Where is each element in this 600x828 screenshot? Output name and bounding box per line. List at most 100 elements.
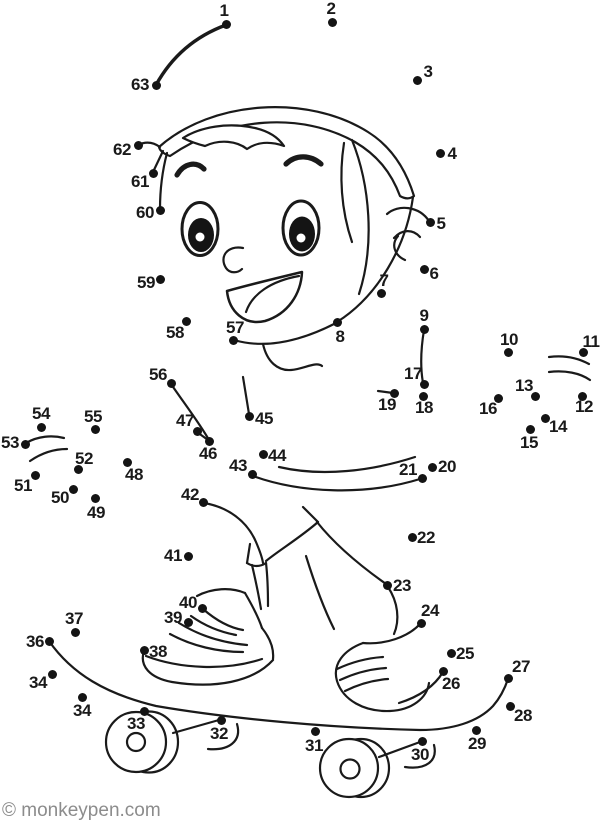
dot-62[interactable] [133,140,143,150]
dot-43[interactable] [247,469,257,479]
dot-24[interactable] [416,618,426,628]
dot-37[interactable] [70,627,80,637]
dot-57[interactable] [228,335,238,345]
dot-34[interactable] [47,669,57,679]
collar-line [241,375,251,416]
dot-label-22: 22 [417,528,435,547]
dot-label-34: 34 [73,701,91,720]
dot-15[interactable] [525,424,535,434]
dot-14[interactable] [540,413,550,423]
front-shoe-toe [260,626,275,661]
dot-38[interactable] [139,645,149,655]
rear-truck-arc [403,743,436,769]
dot-label-39: 39 [164,608,182,627]
cap-edge-to-60 [158,151,169,211]
dot-label-49: 49 [87,503,105,522]
front-wheel-hub [125,731,147,753]
dot-23[interactable] [382,580,392,590]
dot-26[interactable] [438,666,448,676]
tongue [244,274,301,314]
dot-32[interactable] [216,715,226,725]
rear-thigh [315,520,388,586]
dot-2[interactable] [327,17,337,27]
dot-label-36: 36 [26,632,44,651]
dot-34[interactable] [77,692,87,702]
dot-39[interactable] [183,617,193,627]
dot-9[interactable] [419,324,429,334]
dot-28[interactable] [505,701,515,711]
dot-10[interactable] [503,347,513,357]
dot-label-38: 38 [149,642,167,661]
front-shoe-lace-3 [189,614,238,637]
dot-31[interactable] [310,726,320,736]
arm-upper [277,455,417,474]
head-outline-right [335,195,415,324]
dot-8[interactable] [332,317,342,327]
front-shoe-tongue [201,607,245,632]
dot-label-25: 25 [456,644,474,663]
dot-27[interactable] [503,673,513,683]
dot-5[interactable] [425,217,435,227]
dot-41[interactable] [183,551,193,561]
dot-40[interactable] [197,603,207,613]
dot-18[interactable] [418,391,428,401]
dot-label-43: 43 [229,456,247,475]
dot-label-63: 63 [131,75,149,94]
dot-label-5: 5 [436,214,446,233]
dot-60[interactable] [155,205,165,215]
dot-20[interactable] [427,462,437,472]
dot-4[interactable] [435,148,445,158]
dot-label-29: 29 [468,734,486,753]
dot-44[interactable] [258,449,268,459]
dot-49[interactable] [90,493,100,503]
dot-17[interactable] [419,379,429,389]
dot-11[interactable] [578,347,588,357]
dot-label-18: 18 [415,398,433,417]
rear-calf-front [304,554,336,631]
dot-7[interactable] [376,288,386,298]
dot-54[interactable] [36,422,46,432]
arm-lower [251,474,422,492]
dot-58[interactable] [181,316,191,326]
dot-51[interactable] [30,470,40,480]
dot-63[interactable] [151,80,161,90]
dot-53[interactable] [20,439,30,449]
dot-55[interactable] [90,424,100,434]
dot-label-32: 32 [210,724,228,743]
dot-36[interactable] [44,636,54,646]
dot-30[interactable] [417,736,427,746]
dot-6[interactable] [419,264,429,274]
dot-3[interactable] [412,75,422,85]
dot-16[interactable] [493,393,503,403]
dot-45[interactable] [244,411,254,421]
dot-label-30: 30 [411,745,429,764]
leg-front [250,563,263,611]
dot-56[interactable] [166,378,176,388]
dot-25[interactable] [446,648,456,658]
dot-42[interactable] [198,497,208,507]
dot-22[interactable] [407,532,417,542]
dot-59[interactable] [155,274,165,284]
dot-47[interactable] [192,426,202,436]
front-shoe-lace-1 [168,632,245,654]
dot-13[interactable] [530,391,540,401]
dot-48[interactable] [122,457,132,467]
dot-label-20: 20 [438,457,456,476]
dot-61[interactable] [148,168,158,178]
dot-52[interactable] [73,464,83,474]
dot-33[interactable] [139,706,149,716]
dot-label-4: 4 [447,144,457,163]
ear-inner-1 [392,230,422,240]
dot-19[interactable] [389,388,399,398]
dot-12[interactable] [577,391,587,401]
dot-29[interactable] [471,725,481,735]
dot-50[interactable] [68,484,78,494]
front-shoe [141,588,275,686]
eyebrow-left [174,161,207,178]
dot-46[interactable] [204,436,214,446]
dot-21[interactable] [417,473,427,483]
dot-label-11: 11 [582,332,600,351]
dot-1[interactable] [221,19,231,29]
front-shoe-sole-inner [144,654,264,669]
